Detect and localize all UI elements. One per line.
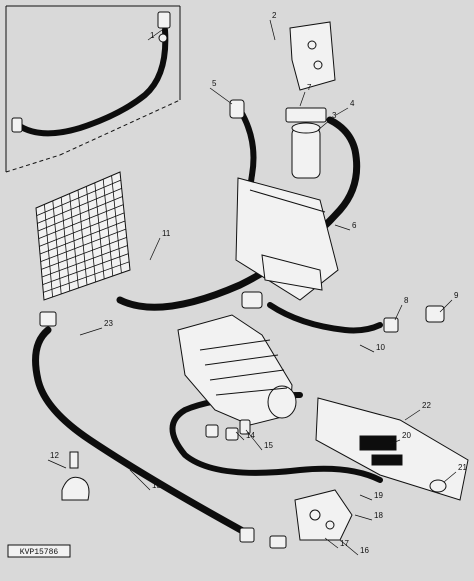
inset-hose: [15, 27, 169, 137]
callout-label: 2: [272, 11, 277, 20]
callout-label: 4: [350, 99, 355, 108]
callout-leader: [394, 304, 403, 321]
callout-leader: [439, 299, 453, 313]
callout-leader: [209, 87, 233, 105]
cooler-tube: [42, 253, 129, 286]
callout-label: 19: [374, 491, 383, 500]
figure-code: KVP15786: [20, 548, 59, 557]
callout-leader: [339, 539, 359, 556]
cooler-tube: [37, 196, 123, 232]
callout-label: 10: [376, 343, 385, 352]
callout-label: 15: [264, 441, 273, 450]
control-valve: [315, 397, 469, 501]
callout-leader: [47, 459, 67, 469]
callout-leader: [235, 431, 245, 441]
hydraulic-pump: [177, 314, 297, 426]
filter-bracket: [289, 21, 336, 91]
cooler-tube: [41, 245, 128, 278]
callout-label: 22: [422, 401, 431, 410]
cooler-tube: [39, 220, 126, 255]
inset-detail-frame: [5, 5, 181, 173]
callout-leader: [79, 327, 103, 336]
callout-leader: [404, 409, 421, 421]
callout-leader: [359, 494, 373, 501]
callout-leader: [149, 237, 161, 261]
callout-label: 1: [150, 31, 155, 40]
oil-cooler-grid: [36, 175, 130, 298]
pressure-hose: [267, 302, 383, 334]
cooler-return-hose: [32, 326, 254, 539]
callout-leader: [359, 344, 375, 353]
callout-label: 13: [152, 481, 161, 490]
callout-leader: [269, 19, 276, 41]
cooler-tube: [39, 212, 125, 247]
callout-label: 3: [332, 111, 337, 120]
loader-valve: [294, 489, 353, 541]
callout-label: 11: [162, 229, 171, 238]
cooler-tube: [37, 187, 122, 224]
inset-hose-fittings: [11, 11, 171, 133]
callout-label: 14: [246, 431, 255, 440]
callout-label: 5: [212, 79, 217, 88]
callout-label: 9: [454, 291, 459, 300]
callout-leader: [334, 224, 351, 231]
callout-leader: [147, 29, 163, 41]
callout-label: 20: [402, 431, 411, 440]
callout-label: 17: [340, 539, 349, 548]
callout-label: 7: [307, 83, 312, 92]
hose-clamp: [61, 451, 90, 501]
callout-leader: [317, 119, 331, 131]
leader-lines: [47, 19, 457, 556]
fittings: [39, 99, 447, 549]
cooler-tube: [36, 179, 121, 217]
figure-code-box: KVP15786: [7, 544, 71, 558]
callout-leader: [389, 439, 401, 445]
callout-label: 8: [404, 296, 409, 305]
cooler-tube: [41, 236, 127, 270]
callout-label: 12: [50, 451, 59, 460]
callout-leader: [335, 107, 349, 116]
callout-leader: [245, 429, 263, 451]
callout-leader: [299, 91, 306, 107]
callout-leader: [129, 469, 151, 491]
oil-filter: [285, 107, 327, 179]
callout-leader: [354, 514, 373, 521]
callout-label: 23: [104, 319, 113, 328]
callout-label: 16: [360, 546, 369, 555]
cooler-tube: [40, 228, 126, 263]
callout-leader: [324, 537, 339, 549]
cooler-tube: [38, 204, 124, 240]
oil-cooler: [35, 171, 131, 301]
callout-label: 6: [352, 221, 357, 230]
cooler-tube: [43, 261, 130, 293]
callout-label: 21: [458, 463, 467, 472]
callout-leader: [443, 471, 457, 483]
hydraulic-reservoir: [235, 177, 339, 301]
callout-label: 18: [374, 511, 383, 520]
